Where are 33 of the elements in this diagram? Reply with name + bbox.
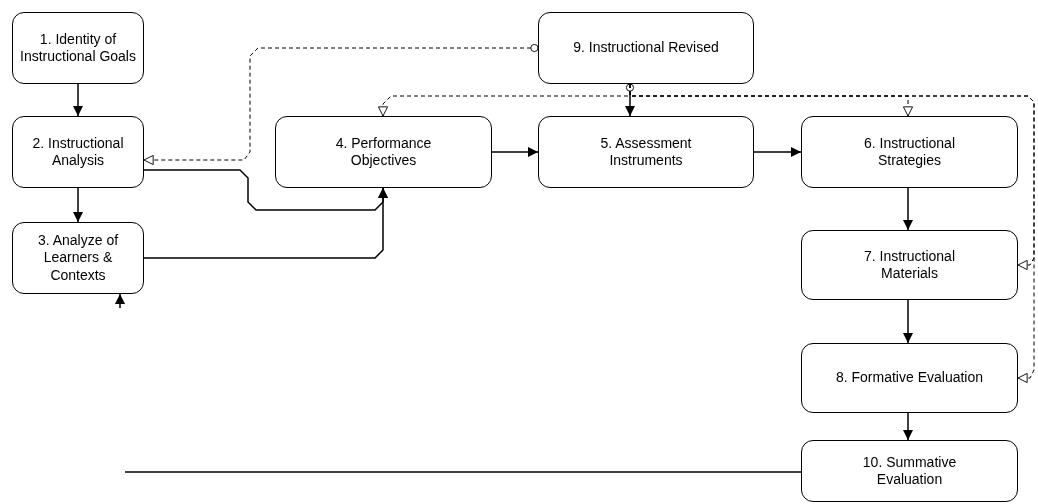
process-box <box>12 222 144 294</box>
step-label: 3. Analyze of Learners & Contexts <box>36 231 120 285</box>
step-label: 10. Summative Evaluation <box>861 453 958 489</box>
connector-line <box>124 471 802 473</box>
step-label: 4. Performance Objectives <box>334 134 433 170</box>
process-box <box>12 12 144 84</box>
dashed-arrow <box>629 83 1035 384</box>
arrow <box>625 83 635 117</box>
step-label: 5. Assessment Instruments <box>599 134 693 170</box>
process-box <box>801 440 1018 502</box>
arrow <box>903 187 913 231</box>
process-box <box>801 116 1018 188</box>
arrow <box>491 147 539 157</box>
arrow <box>903 412 913 441</box>
arrow <box>73 187 83 223</box>
process-box <box>538 12 754 84</box>
arrow <box>73 83 83 117</box>
step-label: 1. Identity of Instructional Goals <box>19 30 137 66</box>
step-label: 2. Instructional Analysis <box>31 134 125 170</box>
arrow <box>143 187 388 259</box>
process-box <box>12 116 144 188</box>
step-label: 6. Instructional Strategies <box>862 134 957 170</box>
arrow <box>753 147 802 157</box>
step-label: 9. Instructional Revised <box>573 39 719 57</box>
process-box <box>801 343 1018 413</box>
process-box <box>275 116 492 188</box>
dashed-arrow <box>143 43 539 166</box>
process-box <box>801 230 1018 300</box>
step-label: 7. Instructional Materials <box>862 247 957 283</box>
arrow <box>115 293 125 309</box>
arrow <box>903 299 913 344</box>
process-box <box>538 116 754 188</box>
step-label: 8. Formative Evaluation <box>835 369 984 387</box>
